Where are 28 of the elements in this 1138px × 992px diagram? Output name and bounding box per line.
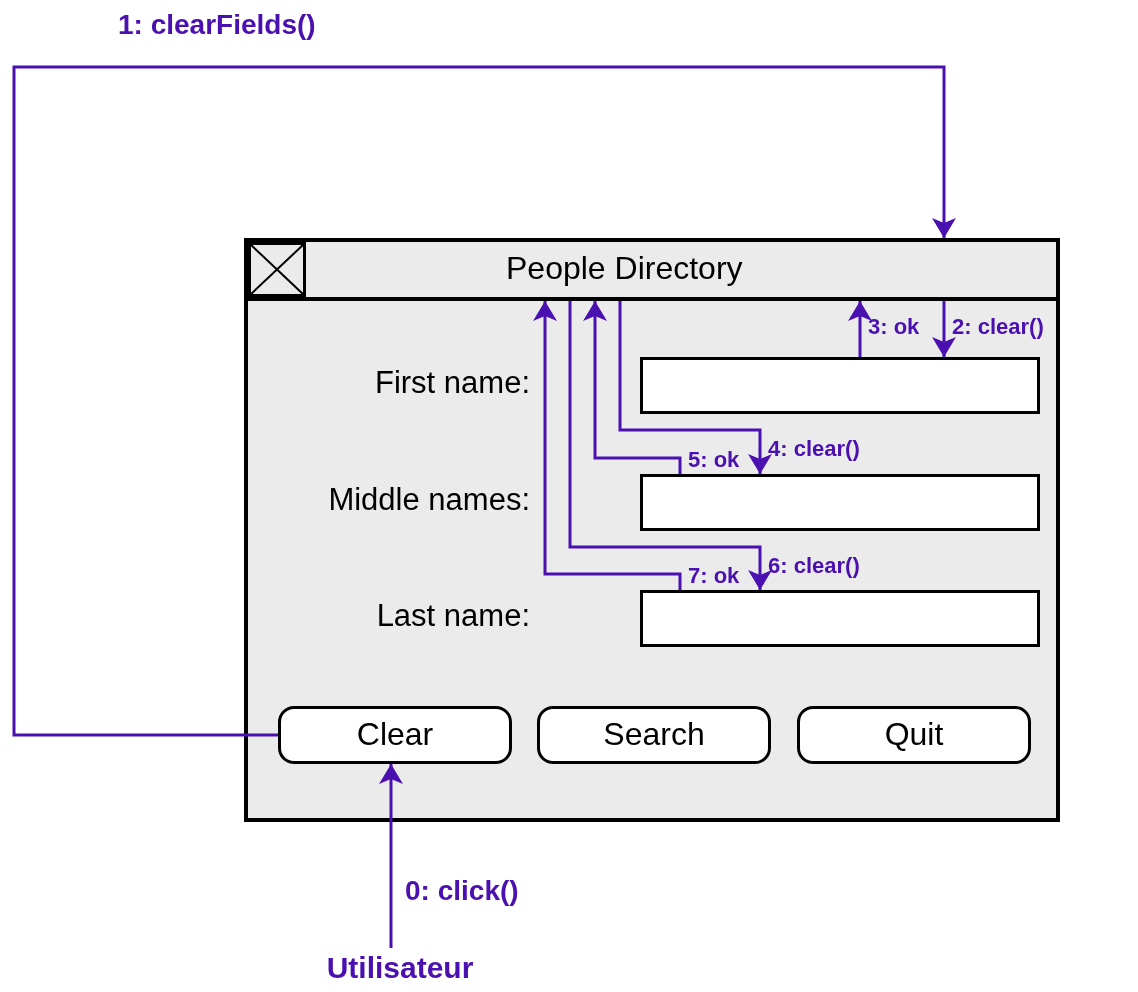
window-title: People Directory — [506, 250, 743, 287]
button: Quit — [797, 706, 1031, 764]
arrow — [568, 301, 772, 590]
field-label: Middle names: — [328, 482, 530, 518]
edge-label: 6: clear() — [768, 553, 860, 579]
arrow — [533, 301, 682, 590]
edge-label: 0: click() — [405, 878, 519, 904]
actor-label: Utilisateur — [290, 948, 510, 988]
input-field — [640, 590, 1040, 647]
edge-label: 2: clear() — [952, 314, 1044, 340]
field-label: Last name: — [376, 598, 530, 634]
arrow — [618, 301, 772, 474]
edge-label: 5: ok — [688, 447, 740, 473]
edge-label: 4: clear() — [768, 436, 860, 462]
arrow — [583, 301, 682, 474]
arrow — [379, 764, 403, 948]
arrow — [932, 301, 956, 357]
button: Clear — [278, 706, 512, 764]
edge-label: 1: clearFields() — [118, 12, 316, 38]
input-field — [640, 357, 1040, 414]
edge-label: 3: ok — [868, 314, 920, 340]
dialog-window — [244, 238, 1060, 822]
arrow — [848, 301, 872, 357]
edge-label: 7: ok — [688, 563, 740, 589]
arrow — [12, 65, 956, 737]
field-label: First name: — [374, 365, 530, 401]
button: Search — [537, 706, 771, 764]
input-field — [640, 474, 1040, 531]
